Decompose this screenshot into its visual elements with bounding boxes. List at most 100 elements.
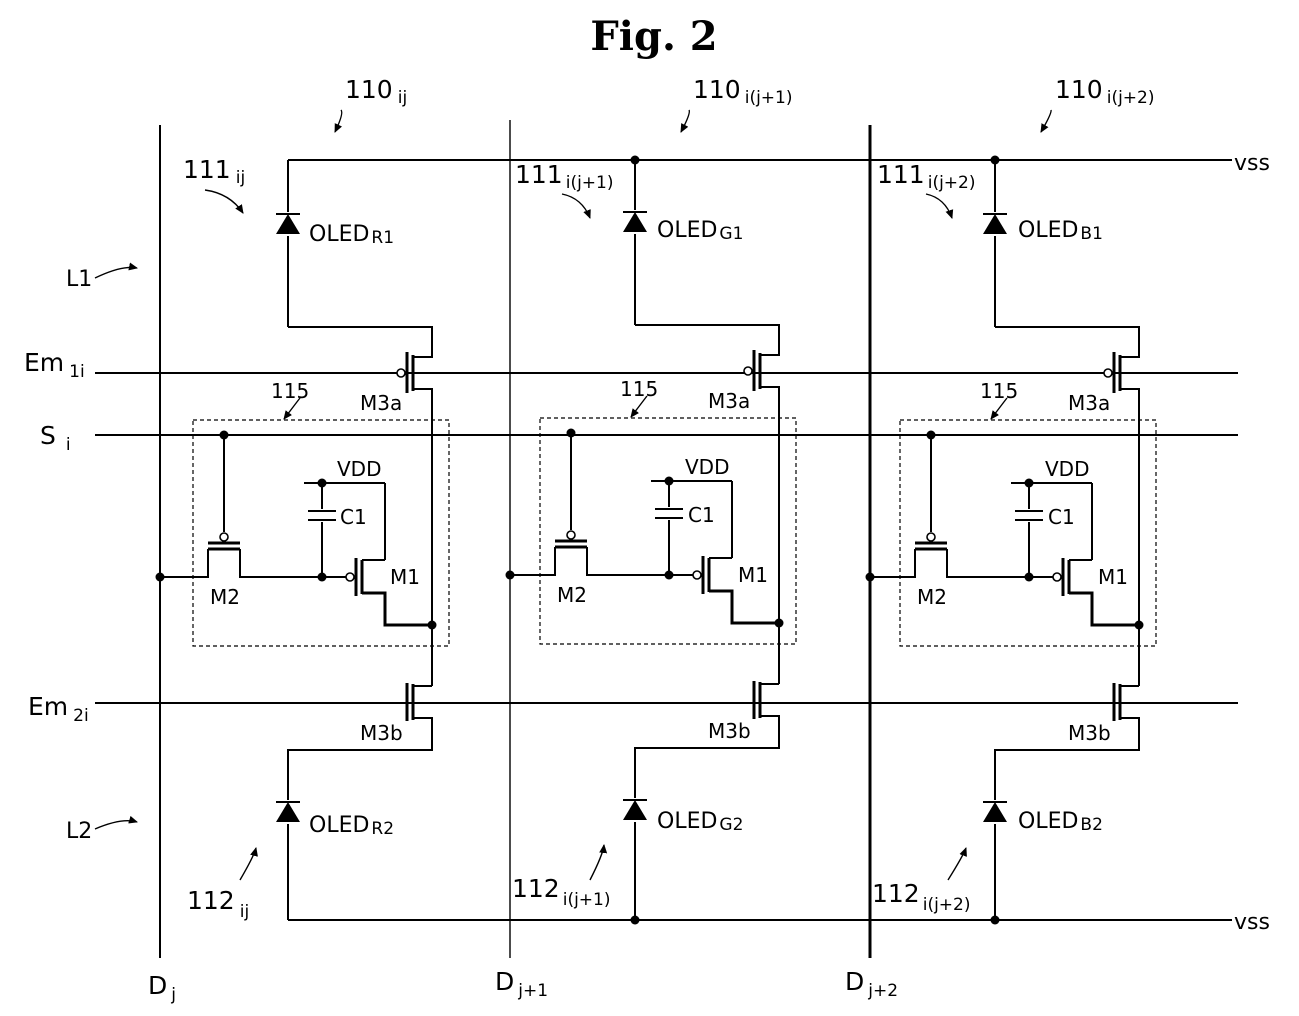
m1-drain-wire — [1069, 593, 1139, 625]
pixel-ref-2-sub: i(j+2) — [1107, 88, 1155, 108]
oled2-label-1-sub: G2 — [719, 815, 743, 835]
reference-arrow — [95, 821, 137, 829]
m2-gate-bubble — [220, 533, 228, 541]
pixel-ref-1: 110i(j+1) — [693, 75, 793, 108]
pixel-circuit-1: 110i(j+1) 111i(j+1) 112i(j+1) OLEDG1 OLE… — [506, 75, 797, 918]
m1-drain-junction — [775, 619, 784, 628]
l2-label: L2 — [66, 819, 92, 844]
oled2-ref-0-main: 112 — [187, 886, 235, 915]
data-line-label-2: Dj+2 — [845, 967, 898, 1001]
oled1-ref-1-sub: i(j+1) — [566, 173, 614, 193]
reference-arrow — [948, 848, 966, 880]
pixel-ref-1-main: 110 — [693, 75, 741, 104]
oled1-label-1-main: OLED — [657, 218, 717, 243]
oled2-label-2-sub: B2 — [1080, 815, 1102, 835]
oled1-ref-2-sub: i(j+2) — [928, 173, 976, 193]
reference-arrow — [1041, 110, 1051, 132]
pixel-ref-1-sub: i(j+1) — [745, 88, 793, 108]
m3b-label-2: M3b — [1068, 721, 1111, 745]
data-line-label-2-main: D — [845, 967, 864, 996]
pixel-circuit-0: 110ij 111ij 112ij OLEDR1 OLEDR2 115 M3a … — [156, 75, 450, 922]
oled1-label-2: OLEDB1 — [1018, 218, 1103, 244]
m1-gate-bubble — [346, 573, 354, 581]
oled2-label-0-main: OLED — [309, 813, 369, 838]
m2-label-2: M2 — [917, 585, 947, 609]
m1-label-2: M1 — [1098, 565, 1128, 589]
oled1-label-0-main: OLED — [309, 222, 369, 247]
m1-drain-wire — [362, 593, 432, 625]
m1-drain-junction — [1135, 621, 1144, 630]
oled2-ref-1: 112i(j+1) — [512, 874, 611, 910]
scan-label-sub: i — [66, 435, 71, 455]
vss-bottom-label: vss — [1234, 910, 1270, 935]
m2-drain-wire — [870, 549, 915, 577]
m1-drain-junction — [428, 621, 437, 630]
m1-drain-wire — [709, 591, 779, 623]
pixel-wires — [156, 110, 450, 920]
m3b-label-1: M3b — [708, 719, 751, 743]
oled-diode-triangle — [623, 212, 647, 232]
vdd-label-0: VDD — [337, 457, 381, 481]
reference-arrow — [681, 110, 689, 132]
scan-label: Si — [40, 421, 71, 455]
pixel-circuit-2: 110i(j+2) 111i(j+2) 112i(j+2) OLEDB1 OLE… — [866, 75, 1157, 920]
circuit-ref-1: 115 — [620, 377, 658, 401]
scan-label-main: S — [40, 421, 56, 450]
data-line-label-1-main: D — [495, 967, 514, 996]
oled2-ref-2: 112i(j+2) — [872, 879, 971, 915]
m2-source-wire — [947, 549, 1029, 577]
m3a-gate-bubble — [1104, 369, 1112, 377]
reference-arrow — [590, 845, 604, 880]
oled1-ref-0-sub: ij — [236, 168, 245, 188]
oled-diode-triangle — [276, 802, 300, 822]
m3a-label-2: M3a — [1068, 391, 1110, 415]
pixel-ref-0-sub: ij — [398, 88, 407, 108]
reference-arrow — [95, 267, 137, 278]
em2-label-main: Em — [28, 692, 68, 721]
m1-gate-bubble — [693, 571, 701, 579]
oled2-ref-2-sub: i(j+2) — [923, 895, 971, 915]
oled2-ref-1-main: 112 — [512, 874, 560, 903]
circuit-ref-2: 115 — [980, 379, 1018, 403]
oled1-label-0-sub: R1 — [371, 228, 394, 248]
m2-label-1: M2 — [557, 583, 587, 607]
reference-arrow — [240, 848, 256, 880]
c1-label-2: C1 — [1048, 505, 1075, 529]
oled1-label-1: OLEDG1 — [657, 218, 743, 244]
oled2-ref-1-sub: i(j+1) — [563, 890, 611, 910]
m3a-source-wire — [413, 389, 432, 625]
vss-top-label: vss — [1234, 151, 1270, 176]
oled1-ref-2: 111i(j+2) — [877, 160, 976, 193]
oled-diode-triangle — [983, 214, 1007, 234]
oled1-ref-1: 111i(j+1) — [515, 160, 614, 193]
figure-title: Fig. 2 — [590, 13, 717, 60]
m2-gate-bubble — [927, 533, 935, 541]
m3b-source-wire — [635, 716, 779, 798]
oled1-ref-1-main: 111 — [515, 160, 563, 189]
m2-label-0: M2 — [210, 585, 240, 609]
global-labels: vss vss L1 L2 Em 1i Em2i Si Dj Dj+1 Dj+2 — [24, 151, 1270, 1005]
oled2-label-1-main: OLED — [657, 809, 717, 834]
em2-label: Em2i — [28, 692, 89, 726]
data-line-label-0-sub: j — [170, 985, 176, 1005]
m2-drain-wire — [510, 547, 555, 575]
data-line-label-1: Dj+1 — [495, 967, 548, 1001]
m3a-drain-wire — [995, 327, 1139, 357]
c1-label-1: C1 — [688, 503, 715, 527]
em1-label-sub: 1i — [69, 362, 85, 382]
pixel-wires — [866, 110, 1157, 920]
circuit-ref-0: 115 — [271, 379, 309, 403]
oled-diode-triangle — [983, 802, 1007, 822]
reference-arrow — [335, 110, 342, 132]
l1-label: L1 — [66, 267, 92, 292]
oled2-label-2-main: OLED — [1018, 809, 1078, 834]
m1-label-0: M1 — [390, 565, 420, 589]
m3a-gate-bubble — [397, 369, 405, 377]
m3a-drain-wire — [288, 327, 432, 357]
m1-label-1: M1 — [738, 563, 768, 587]
oled2-label-2: OLEDB2 — [1018, 809, 1103, 835]
vdd-label-1: VDD — [685, 455, 729, 479]
pixel-ref-0-main: 110 — [345, 75, 393, 104]
oled2-ref-2-main: 112 — [872, 879, 920, 908]
